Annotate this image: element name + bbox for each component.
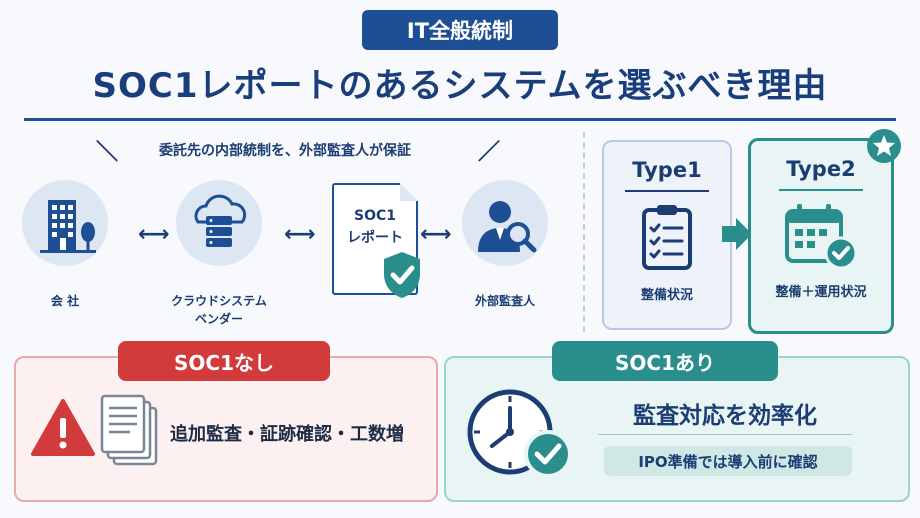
building-icon (40, 200, 96, 253)
warning-icon (31, 399, 95, 456)
company-circle (22, 180, 108, 266)
company-label: 会 社 (50, 294, 80, 308)
vendor-label-line2: ベンダー (194, 312, 243, 326)
auditor-circle (462, 180, 548, 266)
report-line1: SOC1 (354, 208, 396, 224)
header-tag: IT全般統制 (362, 10, 558, 50)
type2-card: Type2 整備＋運用状況 (748, 138, 894, 334)
auditor-magnifier-icon (478, 201, 537, 253)
vertical-divider (583, 132, 585, 332)
cloud-server-icon (194, 194, 247, 247)
report-line2: レポート (347, 230, 403, 246)
without-soc1-text: 追加監査・証跡確認・工数増 (170, 424, 404, 445)
clock-icon (467, 389, 572, 478)
document-fold (400, 183, 418, 201)
clipboard-checklist-icon (642, 205, 692, 270)
with-soc1-note: IPO準備では導入前に確認 (604, 446, 852, 476)
vendor-circle (176, 180, 262, 266)
page-title: SOC1レポートのあるシステムを選ぶべき理由 (92, 66, 828, 106)
title-divider (24, 118, 896, 121)
with-soc1-benefit: 監査対応を効率化 (633, 403, 817, 429)
type1-title: Type1 (632, 158, 702, 182)
benefit-divider (598, 434, 852, 435)
type1-label: 整備状況 (640, 288, 693, 303)
right-slash-decoration: ／ (478, 140, 501, 165)
star-icon (867, 129, 901, 163)
arrow-vendor-report: ⟷ (284, 222, 316, 247)
type2-title: Type2 (786, 157, 856, 181)
vendor-label: クラウドシステム ベンダー (160, 292, 278, 328)
shield-check-icon (384, 252, 420, 298)
vendor-label-line1: クラウドシステム (171, 294, 267, 308)
arrow-report-auditor: ⟷ (420, 222, 452, 247)
type-progression-arrow (722, 218, 752, 250)
documents-stack-icon (100, 394, 158, 466)
type1-card: Type1 整備状況 (602, 140, 732, 330)
tree-icon (81, 222, 95, 250)
type2-underline (779, 189, 863, 191)
arrow-company-vendor: ⟷ (138, 222, 170, 247)
left-slash-decoration: ＼ (96, 140, 119, 165)
with-soc1-heading: SOC1あり (552, 341, 778, 381)
without-soc1-heading: SOC1なし (118, 341, 330, 381)
check-circle-icon (524, 430, 572, 478)
type1-underline (625, 190, 709, 192)
flow-subtitle: 委託先の内部統制を、外部監査人が保証 (159, 143, 411, 159)
type2-label: 整備＋運用状況 (775, 285, 867, 300)
calendar-check-icon (785, 204, 858, 270)
auditor-label: 外部監査人 (474, 294, 535, 308)
